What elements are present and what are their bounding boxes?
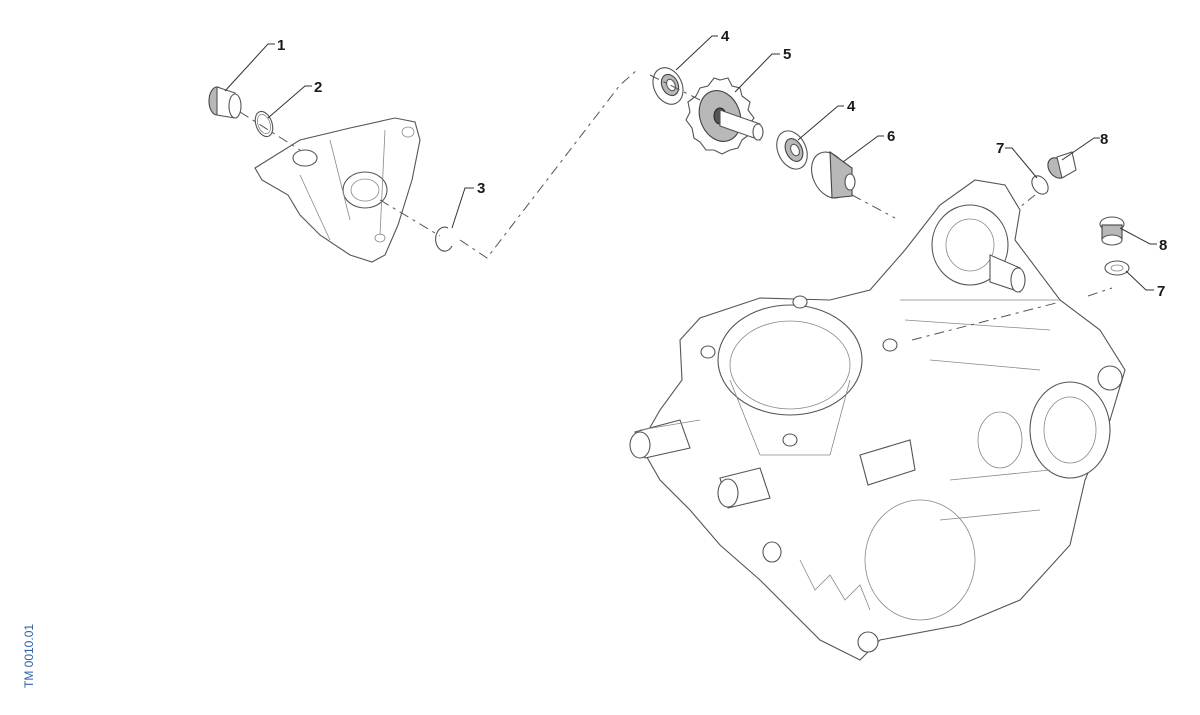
part-7-washer-lower <box>1104 260 1130 276</box>
part-8-plug-lower <box>1099 216 1125 246</box>
callout-5: 5 <box>783 46 791 63</box>
leader-lines <box>224 35 1157 291</box>
pump-cover-part <box>254 117 421 263</box>
part-4-bearing-lower <box>776 130 808 170</box>
callout-4-upper: 4 <box>721 28 730 45</box>
callout-3: 3 <box>477 180 485 197</box>
part-1-plug <box>208 86 242 119</box>
part-5-gear-shaft <box>685 77 764 155</box>
callout-7-upper: 7 <box>996 140 1004 157</box>
callout-2: 2 <box>314 79 322 96</box>
callout-4-lower: 4 <box>847 98 856 115</box>
part-3-circlip <box>435 226 453 252</box>
crankcase <box>629 179 1126 661</box>
part-7-washer-upper <box>1031 175 1049 195</box>
part-4-bearing-upper <box>652 67 684 105</box>
callout-6: 6 <box>887 128 895 145</box>
callout-1: 1 <box>277 37 285 54</box>
part-8-plug-upper <box>1047 151 1077 179</box>
part-2-oring <box>254 110 274 138</box>
drawing-code-label: TM 0010.01 <box>22 623 36 688</box>
part-6-seal <box>811 150 856 199</box>
callout-8-lower: 8 <box>1159 237 1167 254</box>
callout-8-upper: 8 <box>1100 131 1108 148</box>
callout-7-lower: 7 <box>1157 283 1165 300</box>
